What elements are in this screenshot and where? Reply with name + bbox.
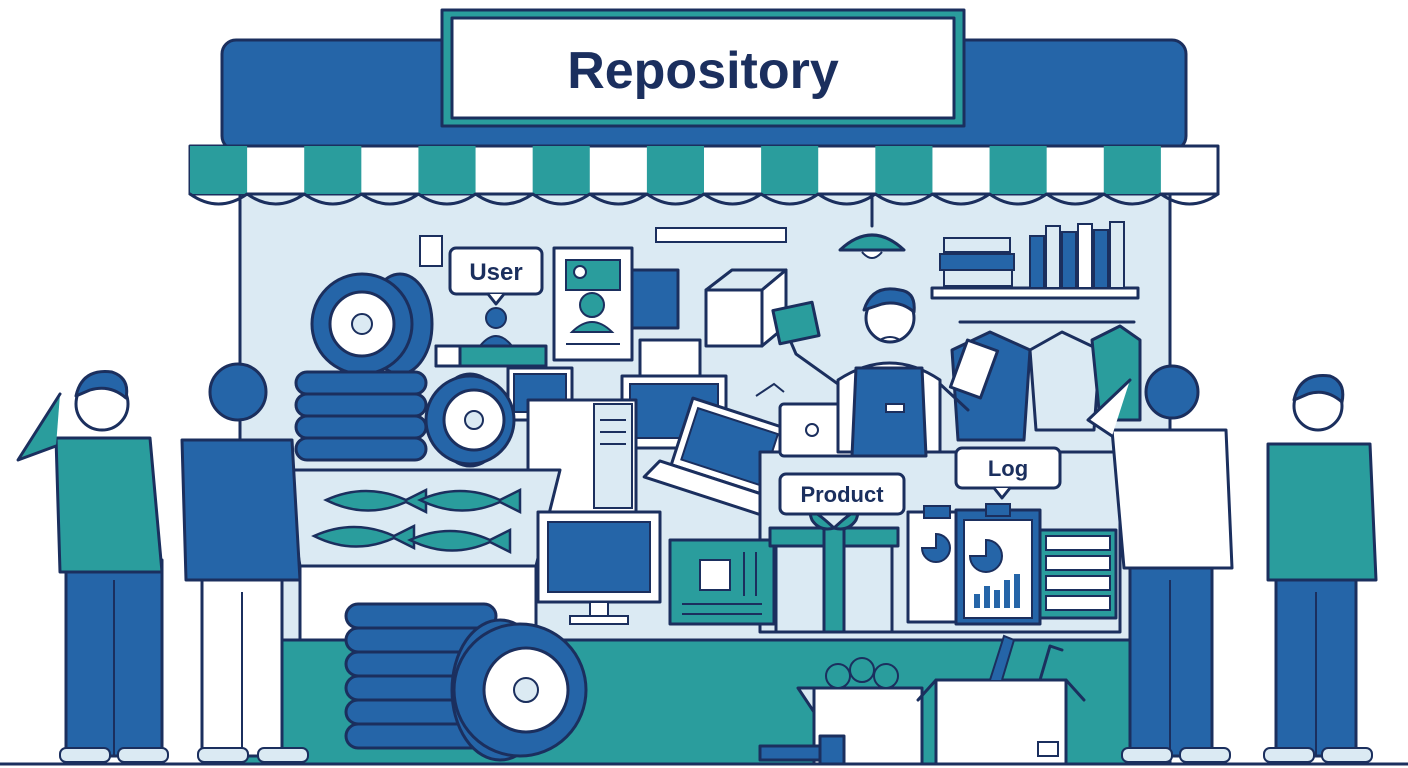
- tire-icon: [450, 618, 588, 762]
- fish-icon: [417, 487, 522, 515]
- awning-stripe: [532, 146, 590, 194]
- person-back-view-right: [1086, 364, 1234, 763]
- tool-box-icon: [916, 634, 1086, 766]
- striped-awning: [188, 144, 1220, 206]
- tire-stack: [294, 272, 516, 468]
- sign-title: Repository: [567, 42, 839, 100]
- awning-stripe: [875, 146, 933, 194]
- person-scratching-head-left: [16, 370, 169, 763]
- awning-stripe: [646, 146, 704, 194]
- circuit-board-icon: [668, 538, 776, 626]
- back-shelf: [930, 221, 1140, 300]
- tire-stack-bottom: [344, 602, 588, 762]
- tire-icon: [424, 372, 516, 468]
- server-rack-icon: [1038, 528, 1118, 620]
- person-back-view-left: [180, 362, 309, 763]
- gift-box-icon: [768, 510, 900, 634]
- hammer-icon: [758, 734, 846, 766]
- svg-text:User: User: [469, 259, 522, 286]
- shopkeeper-figure: [771, 287, 1000, 458]
- awning-stripe: [989, 146, 1047, 194]
- tire-icon: [310, 272, 434, 376]
- shop-sign: Repository: [440, 8, 966, 128]
- ceiling-lamp-icon: [838, 192, 906, 259]
- awning-stripe: [304, 146, 362, 194]
- svg-text:Log: Log: [988, 456, 1028, 481]
- label-log: Log: [954, 446, 1062, 500]
- awning-stripe: [1103, 146, 1161, 194]
- person-thinking-right: [1263, 374, 1378, 763]
- awning-stripe: [761, 146, 819, 194]
- fish-icon: [407, 527, 512, 555]
- user-avatar-icon: [434, 307, 548, 368]
- svg-text:Product: Product: [800, 482, 884, 507]
- label-user: User: [448, 246, 544, 306]
- awning-stripe: [418, 146, 476, 194]
- monitor-icon: [536, 510, 662, 625]
- clipboard-chart-icon: [954, 503, 1042, 626]
- wall-hook: [419, 227, 787, 267]
- cardboard-box-icon: [704, 268, 788, 348]
- awning-stripe: [190, 146, 248, 194]
- user-profile-card: [552, 246, 634, 362]
- label-product: Product: [778, 472, 906, 516]
